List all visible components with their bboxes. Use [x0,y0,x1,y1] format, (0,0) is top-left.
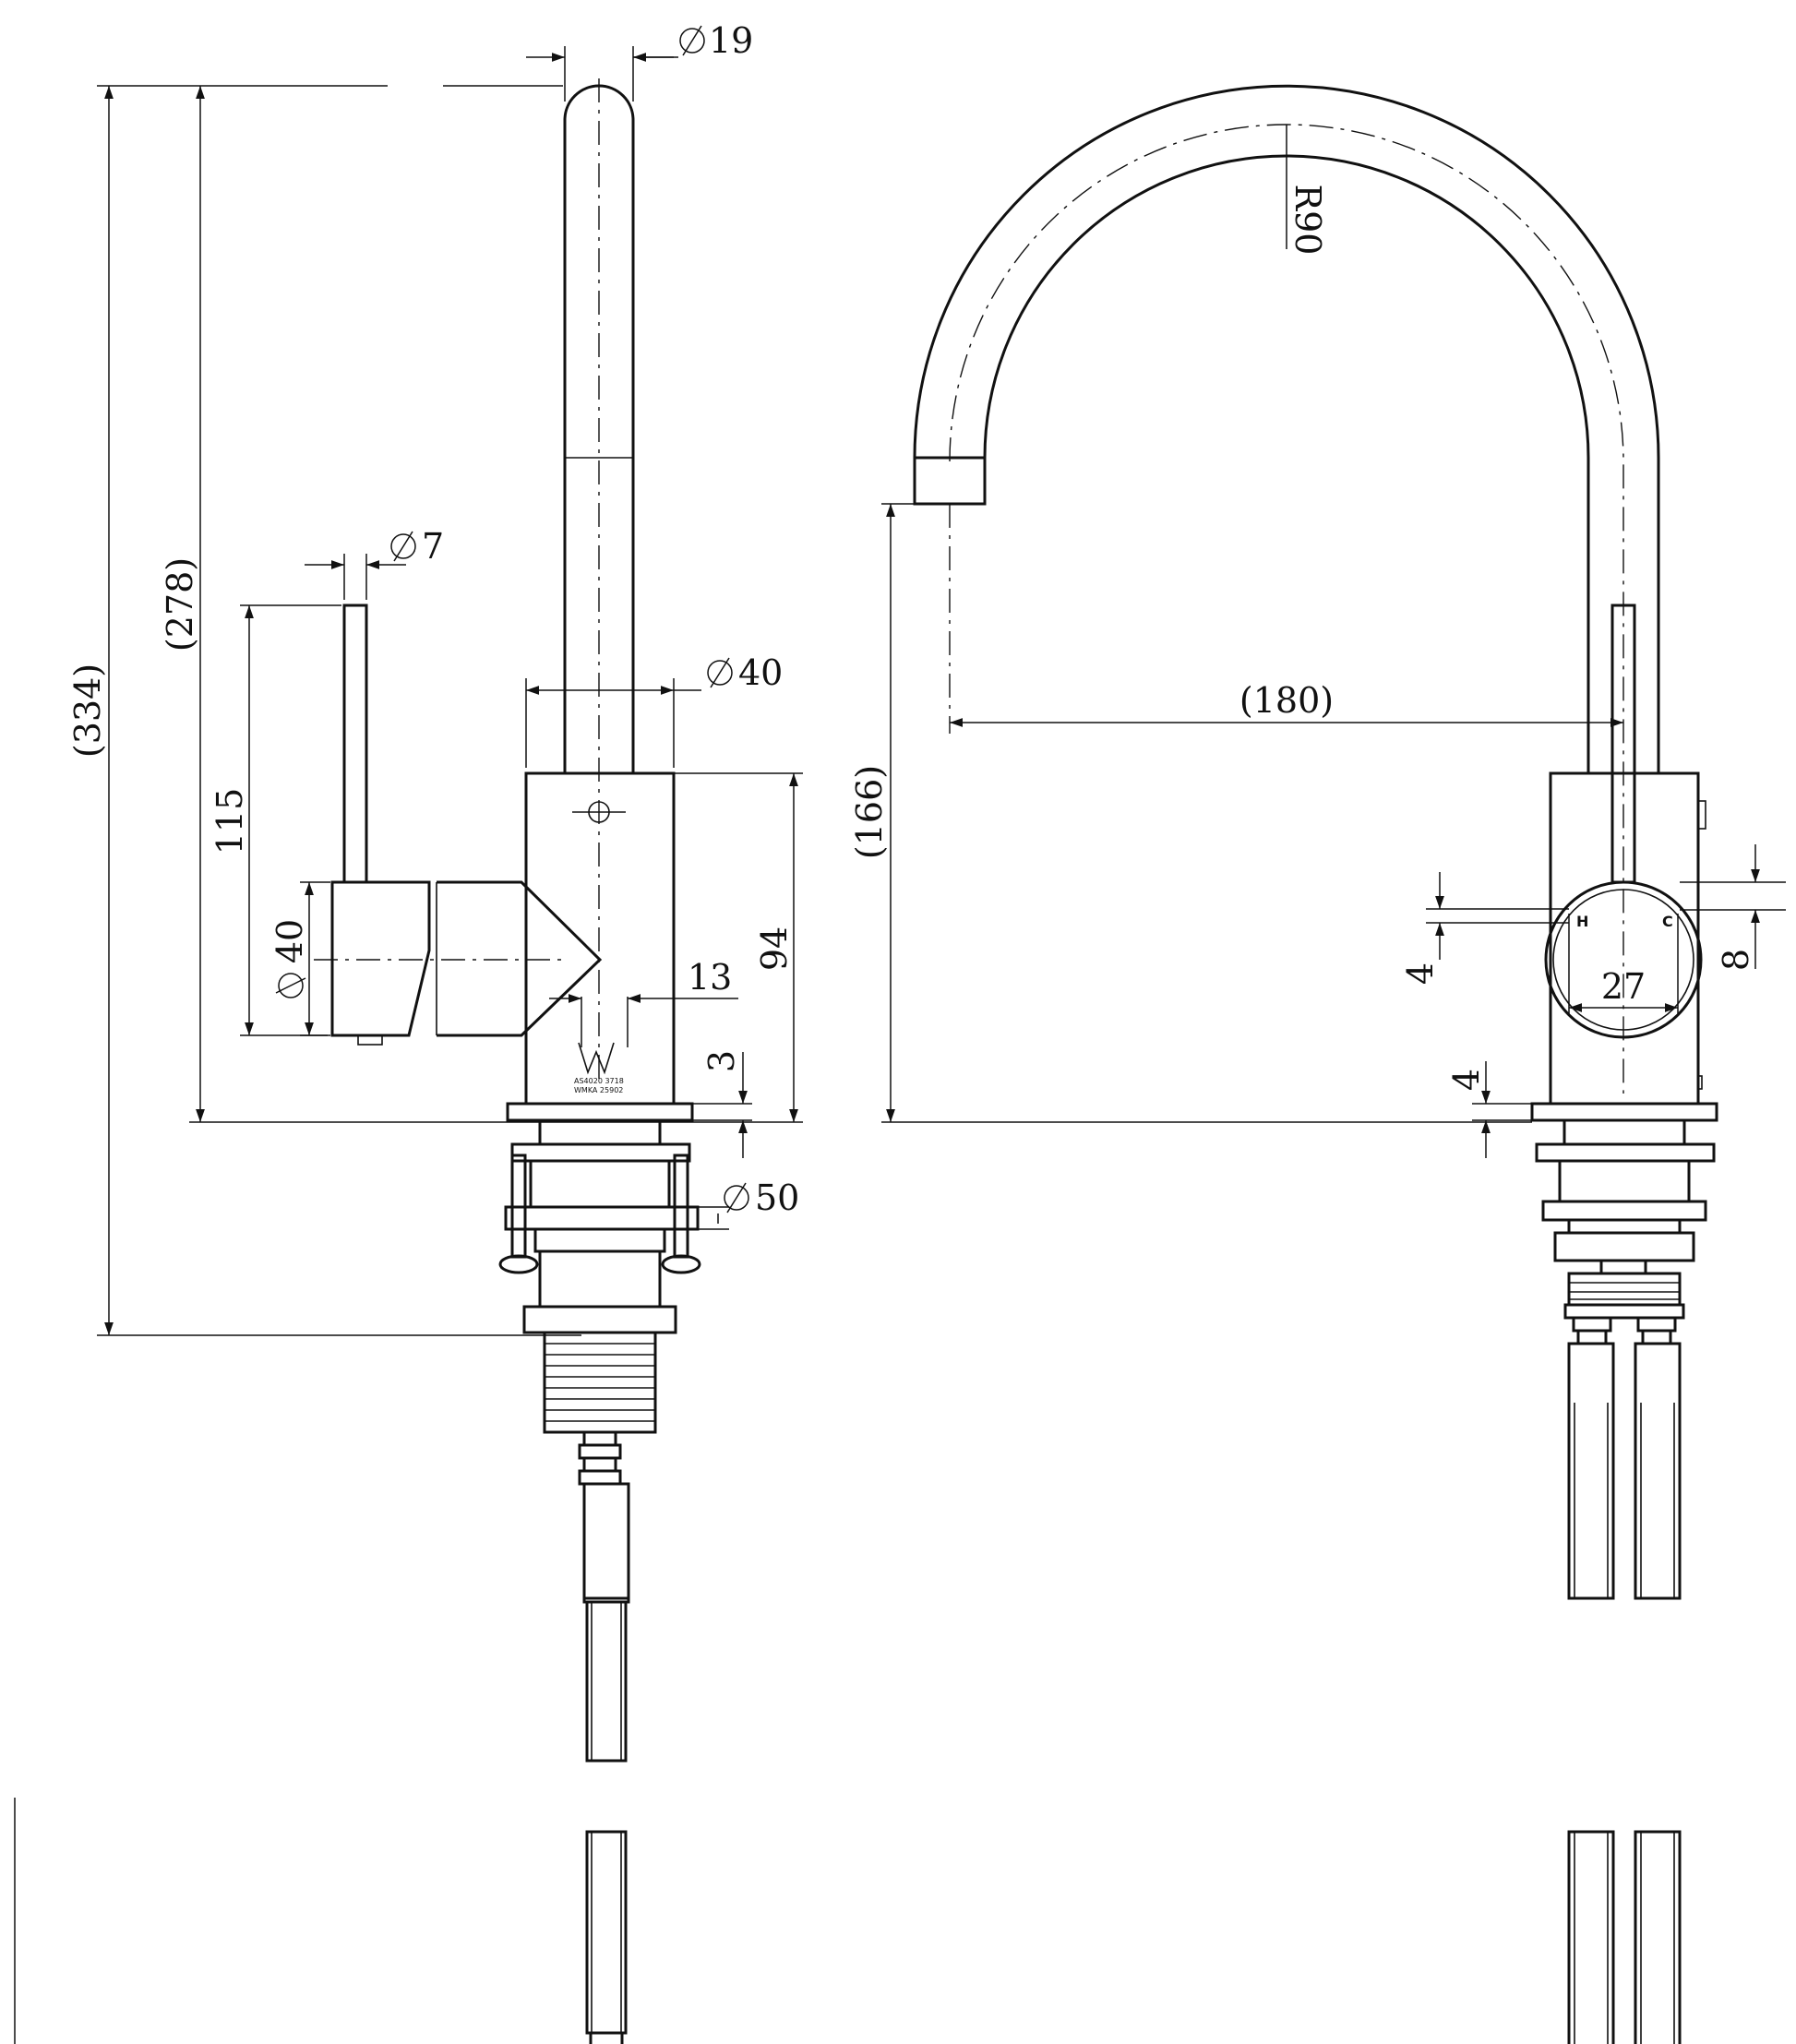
dim-handle-diameter: 40 [269,919,310,963]
dim-spout-height: (278) [160,557,200,651]
side-hose-upper [582,1482,630,1600]
dim-total-height: (334) [67,663,108,758]
dim-lever-height: 115 [210,788,250,855]
front-hose-left-lower [1567,1830,1615,2044]
dim-lever-diameter: 7 [422,526,444,567]
front-threaded-shank [1567,1272,1682,1307]
dim-spout-radius: R90 [1287,185,1328,256]
side-hose-lower [585,1830,628,2035]
dim-spout-reach: (180) [1239,680,1334,721]
front-spout-centerline [949,124,1624,1094]
dim-indicator: 4 [1400,962,1441,985]
side-watermark-code-2: WMKA 25902 [574,1086,623,1094]
dim-base-diameter: 50 [755,1177,799,1218]
front-hose-left-upper [1567,1342,1615,1600]
front-handle-disc [1544,880,1703,1039]
side-handle-cylinder [330,880,431,1037]
front-spout-outer [913,84,1660,773]
side-watermark-code-1: AS4020 3718 [574,1077,624,1085]
dim-outlet-height: (166) [849,765,890,859]
dim-flange: 4 [1446,1069,1487,1091]
side-screw-head-left [498,1254,539,1274]
front-label-hot: H [1576,913,1588,930]
front-flange [1530,1102,1718,1122]
dim-spout-diameter: 19 [709,20,753,61]
dim-flange-thickness: 3 [701,1050,742,1072]
front-hose-right-lower [1634,1830,1682,2044]
dim-body-diameter: 40 [738,652,783,693]
side-lever [342,604,368,884]
dim-outlet: 13 [688,957,732,998]
side-threaded-shank [543,1331,657,1434]
side-watermark-logo [578,1042,615,1075]
front-hose-right-upper [1634,1342,1682,1600]
dim-side-offset: 8 [1716,949,1756,971]
front-spout-tip [913,456,987,506]
dim-handle-width: 27 [1601,966,1646,1007]
side-handle-connector [437,880,603,1037]
dim-body-height: 94 [754,926,795,971]
front-body [1549,771,1700,1106]
side-view: AS4020 3718 WMKA 25902 19 7 40 115 [67,20,803,2044]
front-label-cold: C [1662,913,1673,930]
front-view: R90 H C [849,84,1786,2044]
side-flange [506,1102,694,1122]
front-spout-inner [983,154,1590,773]
side-screw-head-right [661,1254,701,1274]
